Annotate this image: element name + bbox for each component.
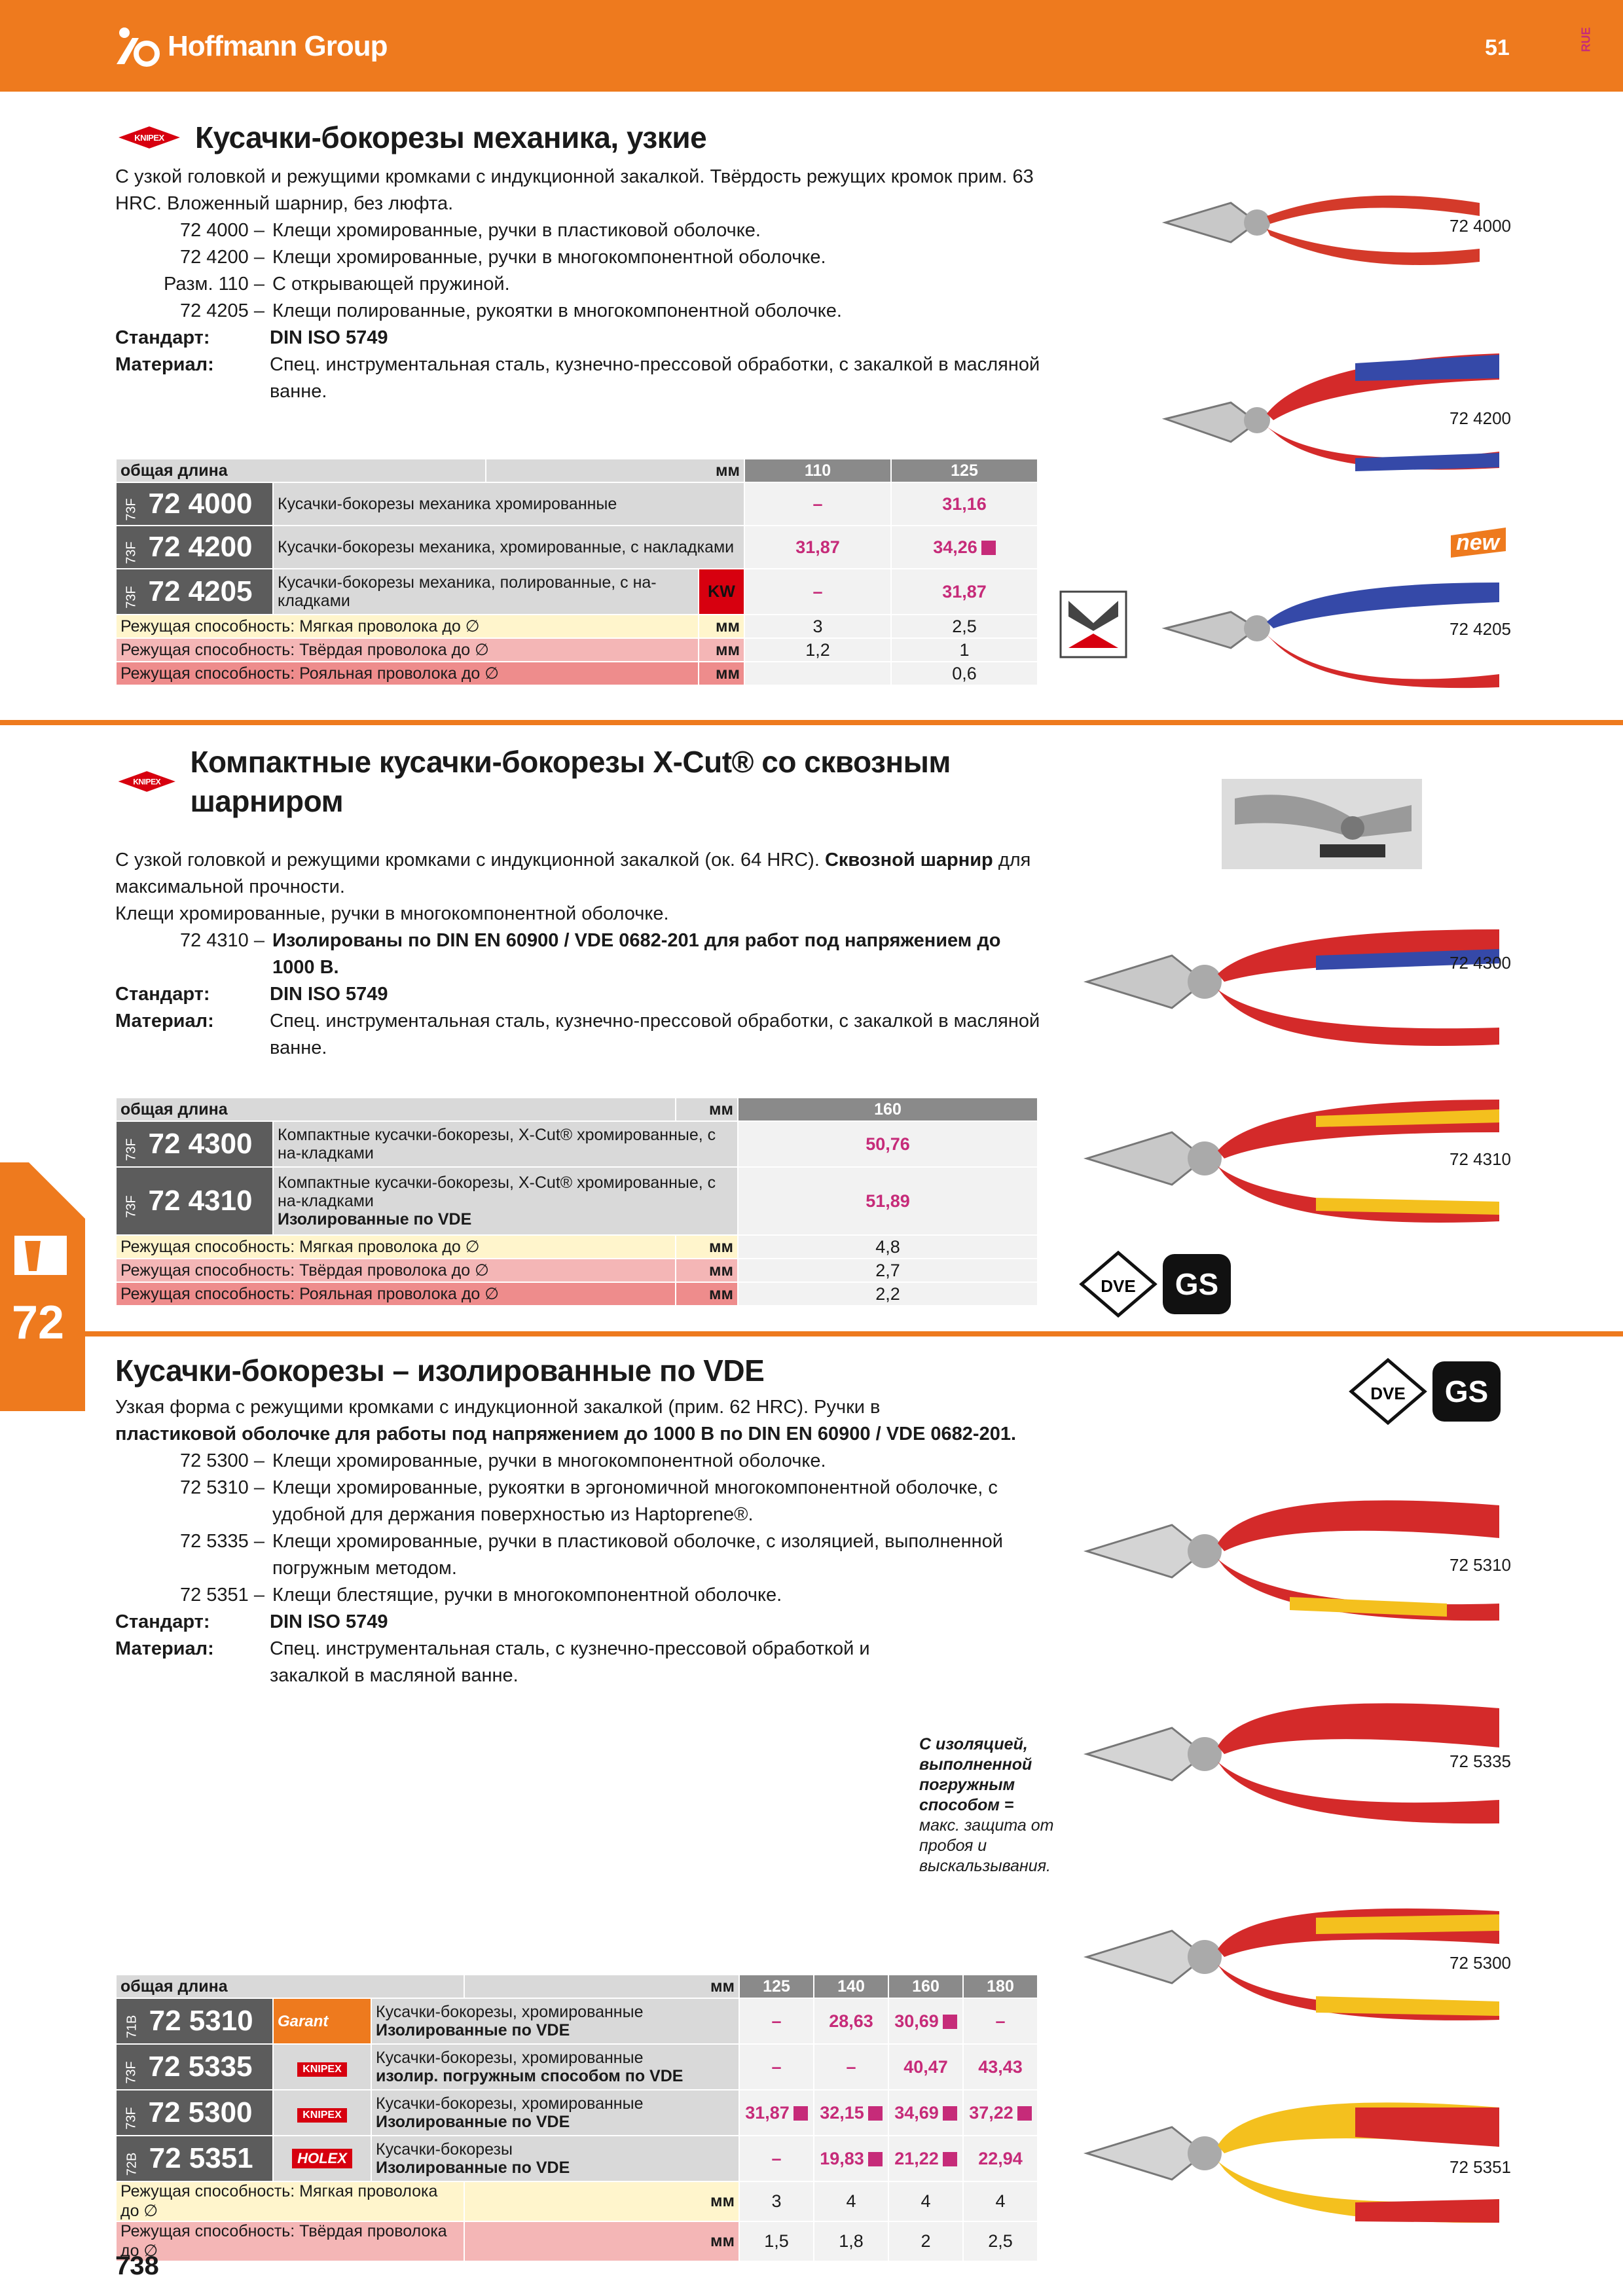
chapter-number: 72: [12, 1297, 65, 1349]
pliers-image-724300: [1083, 929, 1499, 1046]
hoffmann-logo: Hoffmann Group: [115, 24, 388, 69]
pliers-image-724000: [1161, 195, 1480, 265]
vde-gs-certification-icon: DVE GS: [1349, 1357, 1501, 1426]
new-badge: [1451, 528, 1506, 558]
spec-material: Материал:Спец. инструментальная сталь, к…: [115, 1011, 1040, 1058]
spec-standard: Стандарт:DIN ISO 5749: [115, 984, 388, 1005]
tool-label: 72 4200: [1450, 408, 1511, 428]
garant-logo: Garant: [272, 1998, 372, 2045]
capacity-row: Режущая способность: Мягкая проволока до…: [115, 1234, 1038, 1259]
pliers-image-724200: [1161, 353, 1499, 471]
spec-standard: Стандарт:DIN ISO 5749: [115, 1611, 388, 1632]
list-item: 72 4205 –Клещи полированные, рукоятки в …: [179, 300, 842, 321]
section-divider: [0, 1331, 1623, 1336]
svg-text:DVE: DVE: [1101, 1276, 1135, 1296]
tool-label: 72 5335: [1450, 1751, 1511, 1771]
section-intro: С узкой головкой и режущими кромками с и…: [115, 850, 1031, 897]
tool-label: 72 4000: [1450, 216, 1511, 236]
pliers-image-724205: [1161, 583, 1499, 689]
knipex-logo-icon: KNIPEX: [115, 124, 183, 151]
svg-text:DVE: DVE: [1370, 1384, 1405, 1403]
list-item: 72 4000 –Клещи хромированные, ручки в пл…: [179, 220, 761, 241]
pliers-image-725310: [1083, 1500, 1499, 1621]
list-item: 72 4200 –Клещи хромированные, ручки в мн…: [179, 247, 826, 268]
capacity-row: Режущая способность: Рояльная проволока …: [115, 1282, 1038, 1306]
capacity-row: Режущая способность: Твёрдая проволока д…: [115, 637, 1038, 662]
list-item: 72 5335 –Клещи хромированные, ручки в пл…: [179, 1531, 1003, 1579]
section-intro: С узкой головкой и режущими кромками с и…: [115, 166, 1034, 214]
hoffmann-logo-icon: [117, 27, 160, 67]
section-vde-cutters: Кусачки-бокорезы – изолированные по VDE …: [115, 1351, 1045, 1689]
brand-name: Hoffmann Group: [168, 30, 388, 62]
spec-material: Материал:Спец. инструментальная сталь, к…: [115, 354, 1040, 402]
chapter-tab: [0, 1162, 85, 1411]
section-title: KNIPEX Компактные кусачки-бокорезы X-Cut…: [115, 742, 1045, 821]
page-tag: 51: [1485, 35, 1510, 60]
capacity-row: Режущая способность: Твёрдая проволока д…: [115, 2221, 1038, 2262]
capacity-row: Режущая способность: Мягкая проволока до…: [115, 614, 1038, 639]
pliers-image-725335: [1083, 1703, 1499, 1824]
page-number: 738: [115, 2251, 159, 2280]
list-item: Разм. 110 –С открывающей пружиной.: [164, 274, 510, 295]
cutting-edge-icon: [1059, 590, 1127, 658]
language-code: RUE: [1579, 27, 1593, 52]
tool-label: 72 4205: [1450, 619, 1511, 639]
section-title: Кусачки-бокорезы – изолированные по VDE: [115, 1354, 765, 1388]
pliers-image-725351: [1083, 2102, 1499, 2223]
joint-detail-image: [1222, 779, 1422, 869]
section-divider: [0, 720, 1623, 725]
dip-insulation-note: С изоляцией, выполненной погружным спосо…: [919, 1735, 1054, 1875]
kw-badge: KW: [698, 568, 745, 615]
section-title: KNIPEX Кусачки-бокорезы механика, узкие: [115, 118, 1045, 157]
list-item: 72 4310 –Изолированы по DIN EN 60900 / V…: [179, 930, 1001, 978]
vde-gs-certification-icon: DVE GS: [1079, 1250, 1231, 1318]
tool-label: 72 4310: [1450, 1149, 1511, 1169]
pliers-image-724310: [1083, 1100, 1499, 1223]
section-intro-2: Клещи хромированные, ручки в многокомпон…: [115, 903, 669, 924]
svg-text:KNIPEX: KNIPEX: [134, 133, 164, 143]
header-bar: [0, 0, 1623, 92]
list-item: 72 5351 –Клещи блестящие, ручки в многок…: [179, 1585, 782, 1605]
spec-standard: Стандарт:DIN ISO 5749: [115, 327, 388, 348]
table-header-label: общая длина: [115, 458, 486, 483]
section-x-cut: KNIPEX Компактные кусачки-бокорезы X-Cut…: [115, 742, 1045, 1062]
tool-label: 72 5351: [1450, 2157, 1511, 2177]
knipex-logo: KNIPEX: [272, 2043, 372, 2090]
capacity-row: Режущая способность: Рояльная проволока …: [115, 661, 1038, 686]
holex-logo: HOLEX: [272, 2135, 372, 2182]
tool-label: 72 5300: [1450, 1953, 1511, 1973]
capacity-row: Режущая способность: Твёрдая проволока д…: [115, 1258, 1038, 1283]
knipex-logo: KNIPEX: [272, 2089, 372, 2136]
svg-text:GS: GS: [1445, 1374, 1488, 1408]
list-item: 72 5300 –Клещи хромированные, ручки в мн…: [179, 1450, 826, 1471]
tool-label: 72 5310: [1450, 1555, 1511, 1575]
tool-label: 72 4300: [1450, 953, 1511, 973]
list-item: 72 5310 –Клещи хромированные, рукоятки в…: [179, 1477, 998, 1525]
section-narrow-cutters: KNIPEX Кусачки-бокорезы механика, узкие …: [115, 118, 1045, 405]
capacity-row: Режущая способность: Мягкая проволока до…: [115, 2181, 1038, 2222]
new-badge-text: new: [1456, 530, 1500, 555]
spec-material: Материал:Спец. инструментальная сталь, с…: [115, 1638, 870, 1686]
section-intro: Узкая форма с режущими кромками с индукц…: [115, 1397, 1017, 1444]
svg-text:KNIPEX: KNIPEX: [133, 778, 160, 787]
pliers-image-725300: [1083, 1908, 1499, 2020]
new-price-marker: [981, 541, 996, 556]
knipex-logo-icon: KNIPEX: [115, 770, 179, 793]
svg-text:GS: GS: [1175, 1267, 1218, 1301]
